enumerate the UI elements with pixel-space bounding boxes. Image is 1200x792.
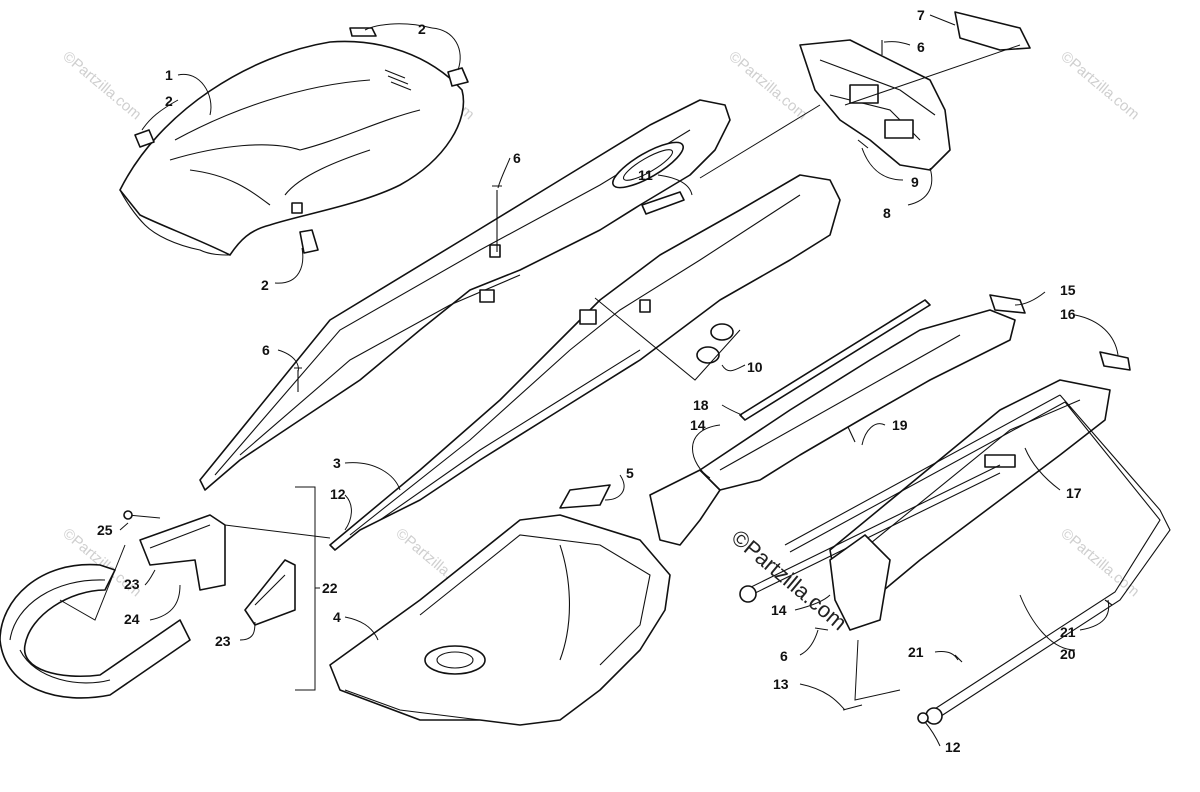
callout-16: 16 [1060,306,1076,322]
callout-2: 2 [261,277,269,293]
callout-1: 1 [165,67,173,83]
watermark: ©Partzilla.com [1057,48,1142,123]
part-rail-20 [739,394,1171,725]
callout-25: 25 [97,522,113,538]
part-11 [641,191,685,215]
callout-23: 23 [124,576,140,592]
callout-2: 2 [165,93,173,109]
callout-8: 8 [883,205,891,221]
part-decal-5 [559,484,611,509]
part-decal-16 [1099,351,1131,371]
part-clips [134,27,469,254]
part-brackets-23 [139,514,296,626]
callout-15: 15 [1060,282,1076,298]
part-hood-cover [119,40,465,256]
part-side-panel-right [329,174,841,551]
part-decal-15 [989,294,1026,314]
callout-18: 18 [693,397,709,413]
callout-23: 23 [215,633,231,649]
part-reflector-7 [954,11,1031,51]
callout-21: 21 [1060,624,1076,640]
callout-3: 3 [333,455,341,471]
callout-14: 14 [690,417,706,433]
callout-6: 6 [917,39,925,55]
callout-12: 12 [330,486,346,502]
part-front-bumper [0,563,191,699]
part-rear-bracket [799,39,951,171]
callout-24: 24 [124,611,140,627]
callout-14: 14 [771,602,787,618]
callout-2: 2 [418,21,426,37]
callout-numbers: 1 2 2 2 3 4 5 6 6 6 6 7 8 9 10 11 12 12 … [97,7,1082,755]
callout-6: 6 [262,342,270,358]
callout-6: 6 [780,648,788,664]
callout-9: 9 [911,174,919,190]
watermark: ©Partzilla.com [1057,525,1142,600]
leader-lines [59,14,1119,747]
part-step-lower [829,534,891,631]
watermark: ©Partzilla.com [59,48,144,123]
callout-7: 7 [917,7,925,23]
callout-17: 17 [1066,485,1082,501]
watermark: ©Partzilla.com [725,48,810,123]
callout-12: 12 [945,739,961,755]
callout-22: 22 [322,580,338,596]
part-rod-18 [739,299,931,421]
part-storage-tub [329,514,671,726]
callout-19: 19 [892,417,908,433]
callout-10: 10 [747,359,763,375]
callout-5: 5 [626,465,634,481]
callout-11: 11 [638,167,653,183]
callout-21: 21 [908,644,924,660]
part-side-panel-left [199,99,731,491]
part-step-upper [649,309,1016,546]
callout-4: 4 [333,609,341,625]
callout-13: 13 [773,676,789,692]
callout-6: 6 [513,150,521,166]
callout-20: 20 [1060,646,1076,662]
